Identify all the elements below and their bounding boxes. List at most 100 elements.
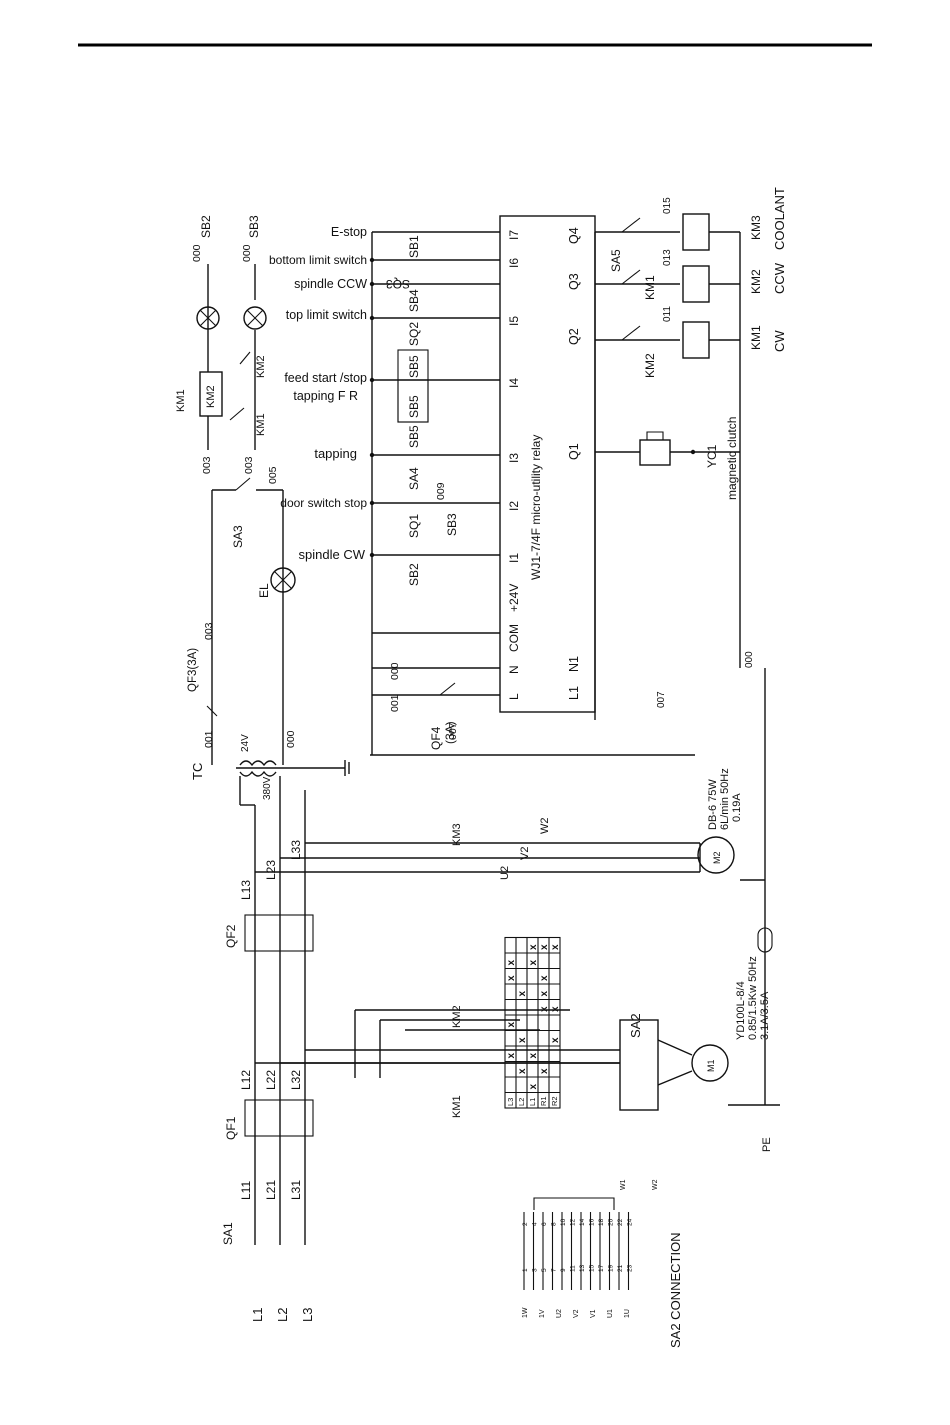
grid-mark: x: [539, 944, 550, 950]
tag-sb2-lamp: SB2: [199, 215, 213, 238]
terminal-num: 19: [608, 1264, 615, 1272]
tag-sb3: SB3: [445, 513, 459, 536]
terminal-left-label: 1W: [522, 1307, 529, 1318]
tag-sq1: SQ1: [407, 514, 421, 538]
wire-007-ctrl: 007: [447, 722, 459, 740]
el-lamp: [270, 567, 296, 593]
tag-sa2: SA2: [628, 1013, 643, 1038]
tag-km3: KM3: [749, 215, 763, 240]
tag-l22: L22: [264, 1070, 278, 1090]
power-labels: L1 L2 L3 SA1 L11 L21 L31 QF1 QF2 L12 L22…: [221, 768, 773, 1322]
label-ccw: CCW: [772, 262, 787, 294]
tag-sa3: SA3: [231, 525, 245, 548]
terminal-num: 11: [570, 1265, 577, 1272]
terminal-num: 7: [551, 1268, 558, 1272]
m1-lead-b: [657, 1070, 693, 1086]
pe-fuse: [757, 927, 773, 953]
tag-w2: W2: [539, 818, 551, 835]
terminal-num: 18: [598, 1218, 605, 1226]
tag-sb5-a: SB5: [407, 355, 421, 378]
tag-qf3: QF3(3A): [187, 648, 199, 692]
terminal-num: 4: [532, 1222, 539, 1226]
terminal-num: 21: [617, 1264, 624, 1272]
terminal-bracket: [533, 1197, 615, 1210]
tag-qf1: QF1: [224, 1116, 238, 1140]
tag-l23: L23: [264, 860, 278, 880]
node: [369, 377, 375, 383]
txt-feed-start: feed start /stop: [284, 371, 367, 385]
tag-sb1: SB1: [407, 235, 421, 258]
relay-name: WJ1-7/4F micro-utility relay: [529, 435, 543, 580]
qf3-break: [206, 705, 218, 717]
term-com: COM: [507, 624, 521, 652]
terminal-left-label: U1: [607, 1309, 614, 1318]
tag-l1: L1: [250, 1308, 265, 1322]
tag-l2: L2: [275, 1308, 290, 1322]
node: [369, 452, 375, 458]
tag-l3: L3: [300, 1308, 315, 1322]
wire-015: 015: [662, 197, 673, 214]
tag-sq2: SQ2: [407, 322, 421, 346]
grid-mark: x: [517, 1068, 528, 1074]
grid-header: L1: [528, 1098, 537, 1106]
term-q1: Q1: [567, 443, 581, 460]
tag-l31: L31: [289, 1180, 303, 1200]
tag-l21: L21: [264, 1180, 278, 1200]
wire-001-ctrl: 001: [389, 694, 401, 712]
km2-coil: [682, 265, 710, 303]
term-i1: I1: [507, 553, 521, 563]
term-l1: L1: [567, 686, 581, 700]
terminal-num: 24: [627, 1218, 634, 1226]
term-q4: Q4: [567, 227, 581, 244]
sb3-lamp: [243, 306, 267, 330]
term-i2: I2: [507, 501, 521, 511]
tag-l12: L12: [239, 1070, 253, 1090]
pump-motor-1: DB-6 75W: [707, 779, 719, 830]
grid-mark: x: [528, 960, 539, 966]
tag-qf4: QF4: [429, 726, 443, 750]
pump-motor-2: 6L/min 50Hz: [719, 768, 731, 830]
qf2-body: [244, 914, 314, 952]
txt-top-limit: top limit switch: [286, 308, 367, 322]
wire-000-out: 000: [744, 651, 755, 668]
tag-km1-lamp: KM1: [175, 389, 187, 412]
terminal-num: 22: [617, 1218, 624, 1226]
transformer-tc: TC 380V: [190, 712, 350, 800]
wire-000-ctrl: 000: [389, 662, 401, 680]
node: [369, 500, 375, 506]
km1-contact: [229, 407, 245, 421]
v24-label: 24V: [240, 734, 251, 752]
txt-estop: E-stop: [331, 225, 367, 239]
wire-009: 009: [435, 482, 447, 500]
grid-mark: x: [506, 1022, 517, 1028]
sa5-switch: [621, 217, 641, 233]
tag-sa1: SA1: [221, 1222, 235, 1245]
node: [690, 449, 696, 455]
clutch-symbol: [646, 431, 664, 440]
grid-mark: x: [539, 1006, 550, 1012]
km2-coil-small: [199, 371, 223, 417]
tag-l33: L33: [289, 840, 303, 860]
terminal-num: 17: [598, 1264, 605, 1272]
grid-mark: x: [506, 960, 517, 966]
main-motor-1: YD100L-8/4: [735, 981, 747, 1040]
node: [369, 281, 375, 287]
tag-km3-power: KM3: [451, 823, 463, 846]
work-light-circuit: SA3 EL QF3(3A) 003 001 24V 000: [187, 477, 297, 752]
wire-000-c: 000: [285, 730, 297, 748]
qf1-body: [244, 1099, 314, 1137]
page-diagram: Q4 Q3 Q2 Q1 N1 L1 SA5 KM1 KM2 KM3 KM2 KM…: [175, 187, 787, 1348]
txt-door-switch: door switch stop: [280, 496, 367, 510]
tag-km2-lamp: KM2: [205, 385, 217, 408]
wire-003-b: 003: [243, 456, 255, 474]
grid-header: R2: [550, 1096, 559, 1106]
tag-km2: KM2: [749, 269, 763, 294]
km1-interlock: [621, 269, 641, 285]
label-clutch: magnetic clutch: [725, 417, 739, 500]
tag-sq3: SQ3: [386, 277, 410, 291]
grid-mark: x: [539, 991, 550, 997]
tag-l11: L11: [239, 1181, 253, 1200]
tag-km1-lamp2: KM1: [255, 413, 267, 436]
node: [369, 552, 375, 558]
lamp-circuit: 000 000 SB2 SB3 KM1 KM2 KM2 KM1 003 003 …: [175, 215, 279, 484]
